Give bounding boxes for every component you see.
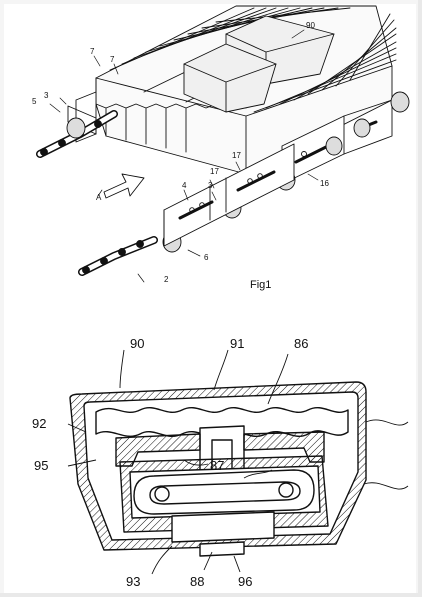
label-6: 6 (204, 253, 209, 262)
patent-drawing-page: 90 7 7 3 5 A 17 17 4 3 16 6 2 Fig1 (4, 4, 416, 593)
section-labels: 90 91 86 92 95 87 93 88 96 (32, 336, 308, 589)
label-91: 91 (230, 336, 244, 351)
roller-chain-top (36, 110, 118, 158)
label-96: 96 (238, 574, 252, 589)
section-view-drawing (69, 381, 367, 557)
label-5: 5 (32, 97, 37, 106)
clamp-left (115, 433, 201, 467)
fig1-labels: 90 7 7 3 5 A 17 17 4 3 16 6 2 Fig1 (32, 21, 329, 291)
label-87: 87 (210, 458, 224, 473)
label-4: 4 (182, 181, 187, 190)
wedge-blocks (183, 15, 335, 113)
label-90: 90 (306, 21, 315, 30)
label-A: A (96, 193, 102, 202)
label-7a: 7 (110, 55, 115, 64)
label-95: 95 (34, 458, 48, 473)
direction-arrow (103, 173, 145, 199)
label-93: 93 (126, 574, 140, 589)
fig1-leaders (49, 29, 319, 283)
label-17b: 17 (210, 167, 219, 176)
link-window (129, 465, 321, 519)
label-3-top: 3 (44, 91, 49, 100)
label-16: 16 (320, 179, 329, 188)
label-2: 2 (164, 275, 169, 284)
label-7b: 7 (90, 47, 95, 56)
chain-link (133, 469, 315, 515)
guide-rail (163, 143, 295, 247)
fig1-drawing (36, 5, 410, 283)
slat-wave (95, 407, 349, 437)
label-88: 88 (190, 574, 204, 589)
label-3-mid: 3 (208, 181, 213, 190)
label-86: 86 (294, 336, 308, 351)
label-92: 92 (32, 416, 46, 431)
figure-caption: Fig1 (250, 279, 271, 291)
foot-96 (199, 541, 245, 557)
patent-drawing: 90 7 7 3 5 A 17 17 4 3 16 6 2 Fig1 (32, 5, 410, 589)
label-17a: 17 (232, 151, 241, 160)
base-block (171, 511, 275, 543)
roller-chain-bottom (78, 236, 158, 276)
section-leaders (67, 349, 409, 575)
label-90-section: 90 (130, 336, 144, 351)
